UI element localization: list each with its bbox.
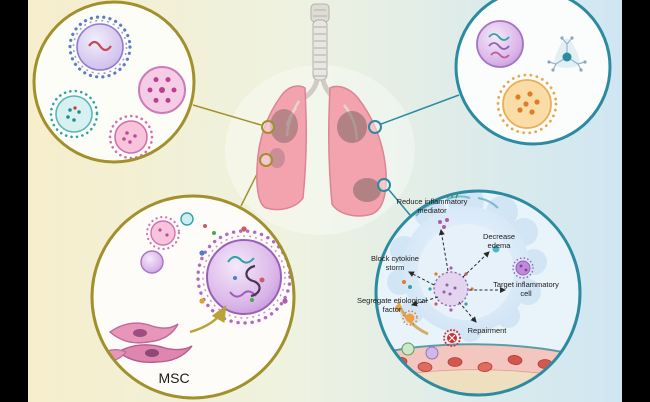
msc-cells-icon [99,322,193,363]
connector-dots [259,120,391,192]
connector-top-left [192,104,262,126]
alveolus-rim-accents [415,195,499,217]
lung-lesions [269,109,381,202]
label-reduce-inflammatory-mediator: Reduce inflammatory mediator [396,197,468,215]
trachea-tube [312,19,328,81]
dot-teal-lower [377,178,391,192]
panel-top-left-content [49,15,186,160]
small-vesicles-icons [140,212,216,274]
lungs [256,85,387,217]
connector-bottom-right [388,189,411,216]
dot-gold-upper [261,120,275,134]
nanoparticle-core-icon [428,266,474,312]
immune-cell-green-icon [401,342,415,356]
lipid-nanoparticle-rna-icon [68,15,132,79]
rna-nanoparticle-purple-icon [476,20,524,68]
inflammatory-cell-icon [512,257,534,279]
label-decrease-edema: Decrease edema [482,232,516,250]
virus-like-particle-pink-icon [108,114,154,160]
panel-bottom-right-border [374,189,582,397]
dendrimer-icon [547,36,587,72]
label-msc: MSC [158,370,190,386]
larynx [310,3,330,23]
label-repairment: Repairment [467,326,507,335]
panel-bottom-left-content [99,212,292,363]
panel-top-right-content [476,20,587,135]
panel-top-left-border [32,0,196,164]
panel-bottom-left-border [90,194,296,400]
left-bronchial-tree [285,100,301,137]
left-lung [256,85,307,211]
edema-droplet-icon [492,245,500,253]
released-mediator-dots [428,266,474,312]
mechanism-arrows [408,229,506,323]
msc-to-nanoparticle-arrow [189,304,227,334]
larynx-ridges [313,9,327,17]
immune-cell-purple-icon [425,346,439,360]
label-block-cytokine-storm: Block cytokine storm [371,254,419,272]
label-target-inflammatory-cell: Target inflammatory cell [493,280,559,298]
protein-nanoparticle-orange-icon [496,73,558,135]
dot-gold-lower [259,153,273,167]
trachea-rings [314,26,326,77]
virus-like-particle-teal-icon [49,89,99,139]
polymer-nanoparticle-pink-icon [138,66,186,114]
label-segregate-etiological-factor: Segregate etiological factor [356,296,428,314]
cytokine-dots-icon [402,280,412,289]
membrane-coated-nanoparticle-icon [196,226,292,325]
connector-top-right [380,94,460,125]
panel-top-right-border [454,0,612,146]
mediator-dots-icon [438,218,449,229]
center-glow [225,65,415,235]
etiological-factor-icon [395,305,418,326]
destroyed-pathogen-icon [443,329,461,347]
dot-teal-upper [368,120,382,134]
